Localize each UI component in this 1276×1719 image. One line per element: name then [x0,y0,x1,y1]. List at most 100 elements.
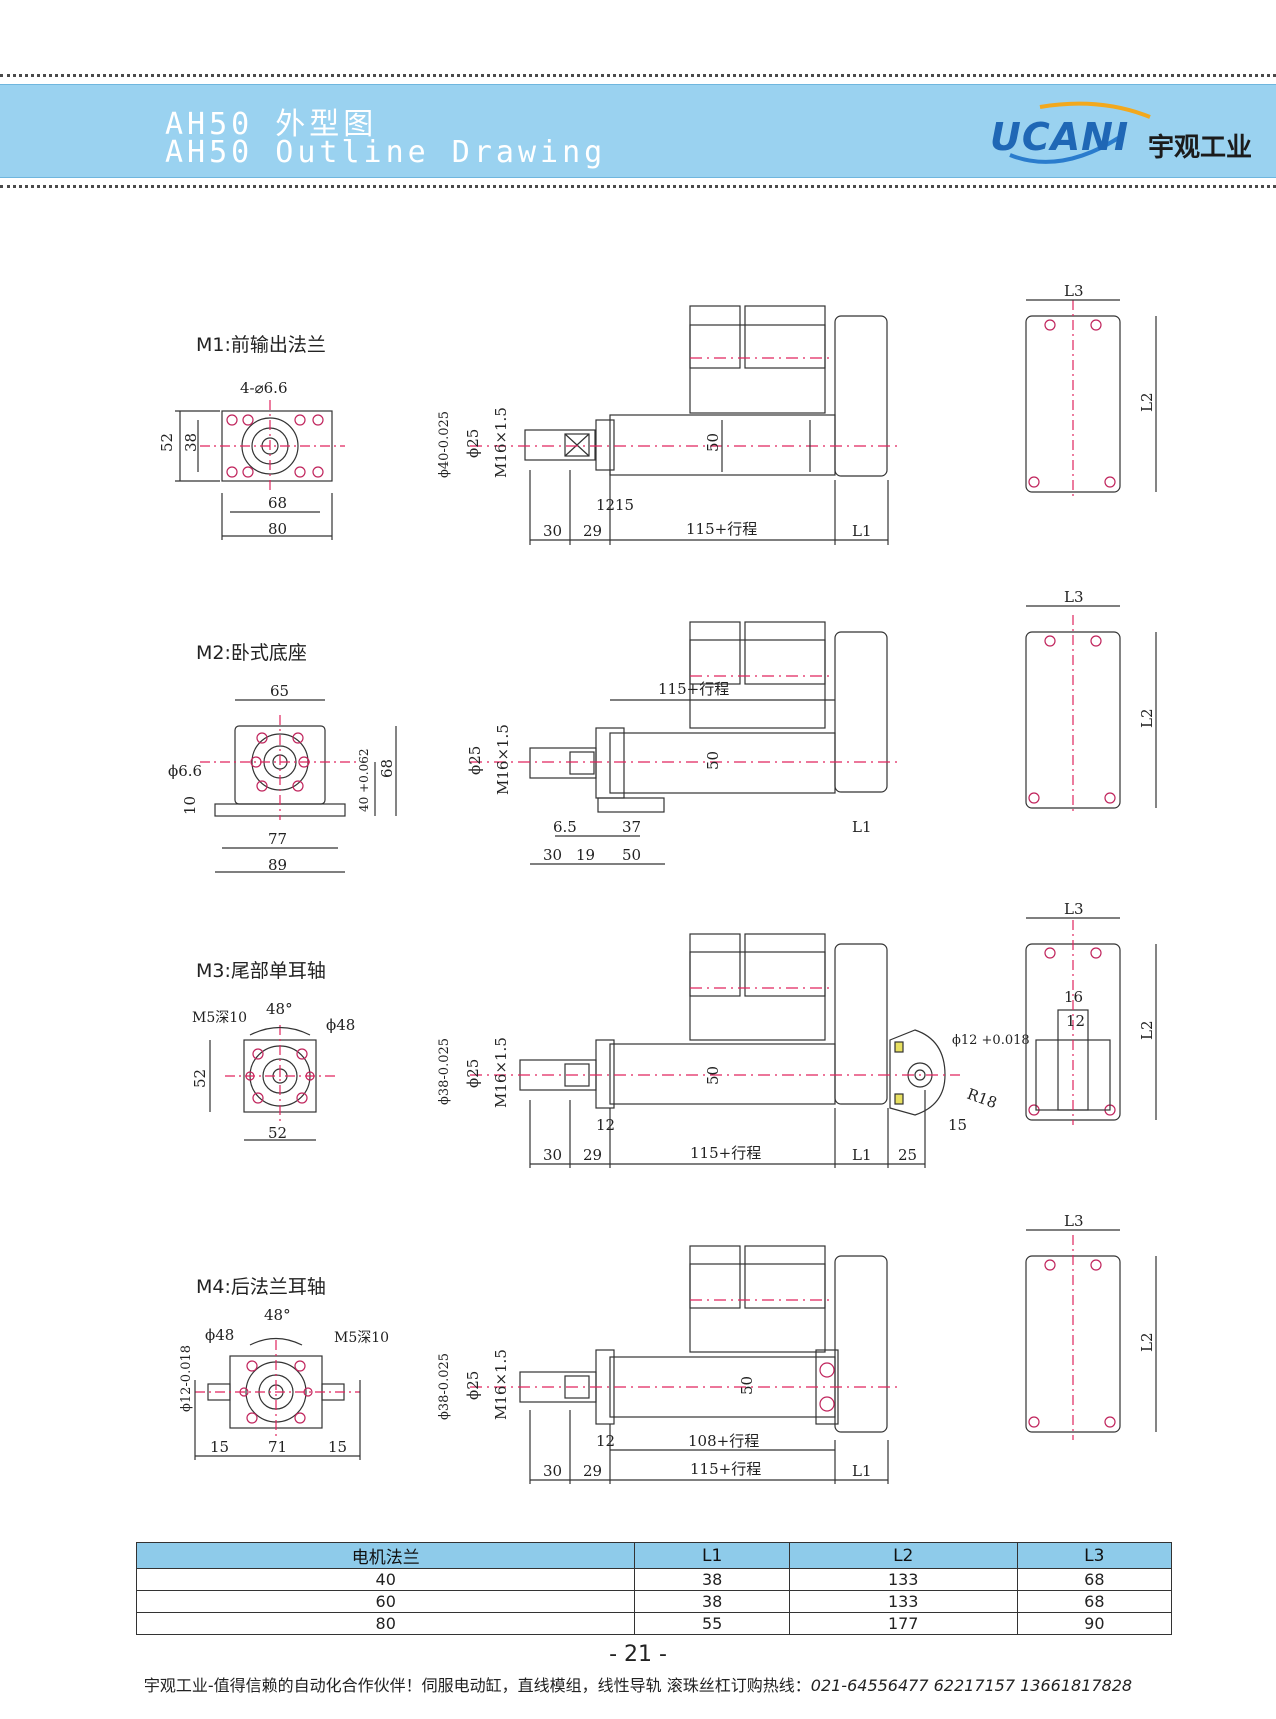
footer: 宇观工业-值得信赖的自动化合作伙伴！伺服电动缸，直线模组，线性导轨 滚珠丝杠订购… [0,1672,1276,1696]
svg-text:L2: L2 [1138,1020,1156,1040]
table-cell: 40 [135,1568,636,1591]
title-banner: AH50 外型图 AH50 Outline Drawing UCANI 宇观工业 [0,84,1276,178]
table-cell: 55 [634,1612,790,1635]
m3-front-view [209,1025,335,1141]
logo-swoosh-icon [1009,101,1151,164]
svg-text:29: 29 [583,522,602,540]
top-dotted-rule [0,74,1276,77]
svg-text:ϕ25: ϕ25 [464,429,482,458]
svg-text:ϕ38-0.025: ϕ38-0.025 [437,1038,452,1105]
svg-text:15: 15 [615,496,634,514]
m4-rear-view [1025,1229,1157,1440]
svg-text:ϕ25: ϕ25 [464,1371,482,1400]
dimension-table: 电机法兰 L1 L2 L3 40 38 133 68 60 38 133 68 … [135,1542,1173,1635]
svg-text:15: 15 [948,1116,967,1134]
svg-text:40 +0.062: 40 +0.062 [357,749,371,813]
svg-text:50: 50 [704,751,722,770]
m2-rear-view [1025,605,1157,815]
svg-text:52: 52 [158,433,176,452]
svg-text:48°: 48° [264,1306,291,1324]
svg-text:12: 12 [596,1116,615,1134]
m4-side-view [470,1245,900,1484]
m2-rear-dims: L3 L2 [1064,588,1156,728]
svg-text:15: 15 [328,1438,347,1456]
table-cell: 60 [135,1590,636,1613]
m4-side-dims: ϕ38-0.025 ϕ25 M16×1.5 50 12 108+行程 30 29… [437,1349,872,1480]
footer-text: 宇观工业-值得信赖的自动化合作伙伴！伺服电动缸，直线模组，线性导轨 滚珠丝杠订购… [143,1676,811,1695]
svg-text:50: 50 [738,1376,756,1395]
svg-text:50: 50 [704,1066,722,1085]
svg-text:77: 77 [268,830,287,848]
logo-cn: 宇观工业 [1148,133,1253,163]
svg-text:30: 30 [543,1146,562,1164]
m3-front-dims: M5深10 48° ϕ48 52 52 [191,1000,355,1142]
table-header-cell: L2 [788,1542,1018,1569]
svg-text:6.5: 6.5 [553,818,577,836]
svg-text:L2: L2 [1138,708,1156,728]
table-cell: 133 [788,1568,1018,1591]
svg-text:ϕ12-0.018: ϕ12-0.018 [179,1345,194,1412]
svg-text:ϕ48: ϕ48 [326,1016,355,1034]
m3-side-dims: ϕ38-0.025 ϕ25 M16×1.5 50 ϕ12 +0.018 R18 … [437,1033,1030,1164]
m1-rear-dims: L3 L2 [1064,282,1156,412]
svg-text:52: 52 [191,1069,209,1088]
svg-text:68: 68 [268,494,287,512]
table-cell: 38 [634,1568,790,1591]
svg-text:ϕ12 +0.018: ϕ12 +0.018 [952,1033,1030,1048]
table-cell: 68 [1016,1568,1173,1591]
svg-text:L3: L3 [1064,282,1084,300]
title-cn: AH50 外型图 [165,107,378,142]
svg-text:48°: 48° [266,1000,293,1018]
section-label-m3: M3:尾部单耳轴 [196,960,326,982]
svg-text:15: 15 [210,1438,229,1456]
table-header-cell: 电机法兰 [135,1542,636,1569]
svg-text:L1: L1 [852,1146,872,1164]
table-cell: 80 [135,1612,636,1635]
svg-text:29: 29 [583,1462,602,1480]
svg-text:12: 12 [596,1432,615,1450]
svg-text:37: 37 [622,818,641,836]
svg-text:L3: L3 [1064,588,1084,606]
svg-text:71: 71 [268,1438,287,1456]
svg-text:ϕ25: ϕ25 [464,1059,482,1088]
svg-text:29: 29 [583,1146,602,1164]
svg-text:L3: L3 [1064,900,1084,918]
svg-text:115+行程: 115+行程 [658,680,729,698]
svg-text:ϕ6.6: ϕ6.6 [168,762,202,780]
m3-side-view [470,933,960,1168]
svg-text:L1: L1 [852,818,872,836]
svg-text:L3: L3 [1064,1212,1084,1230]
outline-drawings: 4-⌀6.6 68 80 52 38 ϕ40-0.025 ϕ25 M16×1.5… [158,282,1157,1484]
svg-text:R18: R18 [965,1085,1000,1112]
svg-text:L1: L1 [852,1462,872,1480]
svg-text:M16×1.5: M16×1.5 [494,724,512,795]
svg-text:108+行程: 108+行程 [688,1432,759,1450]
svg-text:115+行程: 115+行程 [686,520,757,538]
svg-text:ϕ38-0.025: ϕ38-0.025 [437,1353,452,1420]
m3-rear-dims: L3 L2 16 12 [1064,900,1156,1040]
svg-text:115+行程: 115+行程 [690,1460,761,1478]
m1-front-view [175,400,345,540]
svg-text:12: 12 [596,496,615,514]
m1-side-dims: ϕ40-0.025 ϕ25 M16×1.5 50 30 29 12 15 115… [437,407,872,540]
svg-text:80: 80 [268,520,287,538]
table-header-cell: L3 [1016,1542,1173,1569]
svg-text:30: 30 [543,1462,562,1480]
m4-front-dims: ϕ48 48° M5深10 ϕ12-0.018 15 71 15 [179,1306,389,1456]
m3-rear-view [1025,917,1157,1125]
svg-text:68: 68 [378,759,396,778]
svg-text:M5深10: M5深10 [334,1330,389,1346]
section-label-m1: M1:前输出法兰 [196,334,326,356]
section-label-m4: M4:后法兰耳轴 [196,1276,326,1298]
table-cell: 177 [788,1612,1018,1635]
table-row: 80 55 177 90 [135,1612,1173,1635]
svg-text:50: 50 [704,433,722,452]
svg-text:25: 25 [898,1146,917,1164]
table-header-cell: L1 [634,1542,790,1569]
svg-text:ϕ25: ϕ25 [466,746,484,775]
footer-phones: 021-64556477 62217157 13661817828 [810,1676,1133,1695]
svg-text:19: 19 [576,846,595,864]
page-number: - 21 - [609,1642,667,1667]
svg-text:L2: L2 [1138,1332,1156,1352]
svg-text:M5深10: M5深10 [192,1010,247,1026]
